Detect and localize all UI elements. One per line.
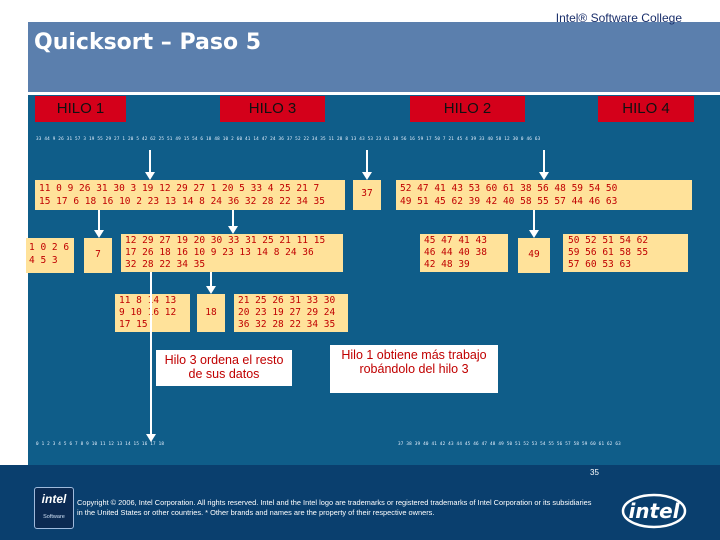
box-line: 4 5 3 <box>29 255 58 266</box>
page-number: 35 <box>590 468 599 477</box>
box-line: 57 60 53 63 <box>568 259 631 270</box>
box-line: 18 <box>205 307 217 318</box>
note-hilo1: Hilo 1 obtiene más trabajo robándolo del… <box>330 345 498 393</box>
box-line: 45 47 41 43 <box>424 235 487 246</box>
initial-array: 33 44 9 26 31 57 3 19 55 29 27 1 20 5 42… <box>36 137 541 142</box>
box-line: 37 <box>361 188 373 199</box>
arrow-connector <box>149 150 151 178</box>
box-line: 7 <box>95 249 101 260</box>
arrow-connector <box>98 210 100 236</box>
logo-subtext: Software <box>43 514 65 520</box>
arrow-head <box>145 172 155 180</box>
thread-label-hilo3: HILO 3 <box>220 96 325 122</box>
partition-low: 11 0 9 26 31 30 3 19 12 29 27 1 20 5 33 … <box>35 180 345 210</box>
box-line: 20 23 19 27 29 24 <box>238 307 336 318</box>
slide-header: Intel® Software College Quicksort – Paso… <box>0 0 720 95</box>
arrow-head <box>362 172 372 180</box>
box-line: 49 <box>528 249 540 260</box>
box-line: 11 8 14 13 <box>119 295 177 306</box>
sorted-array-right: 37 38 39 40 41 42 43 44 45 46 47 48 49 5… <box>398 442 621 447</box>
brand-text: Intel® Software College <box>555 11 682 25</box>
box-line: 9 10 16 12 <box>119 307 177 318</box>
intel-logo-swoosh <box>621 493 687 529</box>
partition-hilo1: 1 0 2 6 4 5 3 <box>26 238 74 273</box>
arrow-connector <box>543 150 545 178</box>
arrow-connector <box>366 150 368 178</box>
diagram-panel <box>28 95 720 465</box>
partition-hilo2: 45 47 41 43 46 44 40 38 42 48 39 <box>420 234 508 272</box>
note-hilo3: Hilo 3 ordena el resto de sus datos <box>156 350 292 386</box>
arrow-head <box>228 226 238 234</box>
box-line: 11 0 9 26 31 30 3 19 12 29 27 1 20 5 33 … <box>39 183 320 194</box>
pivot-18: 18 <box>197 294 225 332</box>
box-line: 59 56 61 58 55 <box>568 247 649 258</box>
thread-label-hilo4: HILO 4 <box>598 96 694 122</box>
box-line: 52 47 41 43 53 60 61 38 56 48 59 54 50 <box>400 183 618 194</box>
footer <box>0 465 720 540</box>
subpartition-low: 11 8 14 13 9 10 16 12 17 15 <box>115 294 190 332</box>
box-line: 21 25 26 31 33 30 <box>238 295 336 306</box>
subpartition-high: 21 25 26 31 33 30 20 23 19 27 29 24 36 3… <box>234 294 348 332</box>
box-line: 17 15 <box>119 319 148 330</box>
arrow-head <box>94 230 104 238</box>
pivot-7: 7 <box>84 238 112 273</box>
arrow-connector <box>533 210 535 236</box>
arrow-connector <box>210 272 212 292</box>
pivot-37: 37 <box>353 180 381 210</box>
copyright-text: Copyright © 2006, Intel Corporation. All… <box>77 498 592 517</box>
box-line: 36 32 28 22 34 35 <box>238 319 336 330</box>
partition-hilo4: 50 52 51 54 62 59 56 61 58 55 57 60 53 6… <box>563 234 688 272</box>
partition-high: 52 47 41 43 53 60 61 38 56 48 59 54 50 4… <box>396 180 692 210</box>
arrow-connector <box>150 272 152 440</box>
pivot-49: 49 <box>518 238 550 273</box>
box-line: 50 52 51 54 62 <box>568 235 649 246</box>
title-band <box>28 22 720 92</box>
intel-logo-text: intel <box>628 499 680 523</box>
partition-hilo3: 12 29 27 19 20 30 33 31 25 21 11 15 17 2… <box>121 234 343 272</box>
box-line: 49 51 45 62 39 42 40 58 55 57 44 46 63 <box>400 196 618 207</box>
slide-title: Quicksort – Paso 5 <box>34 30 262 55</box>
box-line: 1 0 2 6 <box>29 242 70 253</box>
thread-label-hilo2: HILO 2 <box>410 96 525 122</box>
sorted-array-left: 0 1 2 3 4 5 6 7 8 9 10 11 12 13 14 15 16… <box>36 442 165 447</box>
intel-software-logo: intel Software <box>34 487 74 529</box>
arrow-connector <box>232 210 234 232</box>
logo-text: intel <box>41 492 67 506</box>
box-line: 15 17 6 18 16 10 2 23 13 14 8 24 36 32 2… <box>39 196 325 207</box>
box-line: 46 44 40 38 <box>424 247 487 258</box>
intel-logo: intel <box>621 491 687 531</box>
box-line: 17 26 18 16 10 9 23 13 14 8 24 36 <box>125 247 314 258</box>
box-line: 42 48 39 <box>424 259 470 270</box>
box-line: 12 29 27 19 20 30 33 31 25 21 11 15 <box>125 235 326 246</box>
arrow-head <box>146 434 156 442</box>
arrow-head <box>539 172 549 180</box>
box-line: 32 28 22 34 35 <box>125 259 206 270</box>
thread-label-hilo1: HILO 1 <box>35 96 126 122</box>
arrow-head <box>529 230 539 238</box>
arrow-head <box>206 286 216 294</box>
